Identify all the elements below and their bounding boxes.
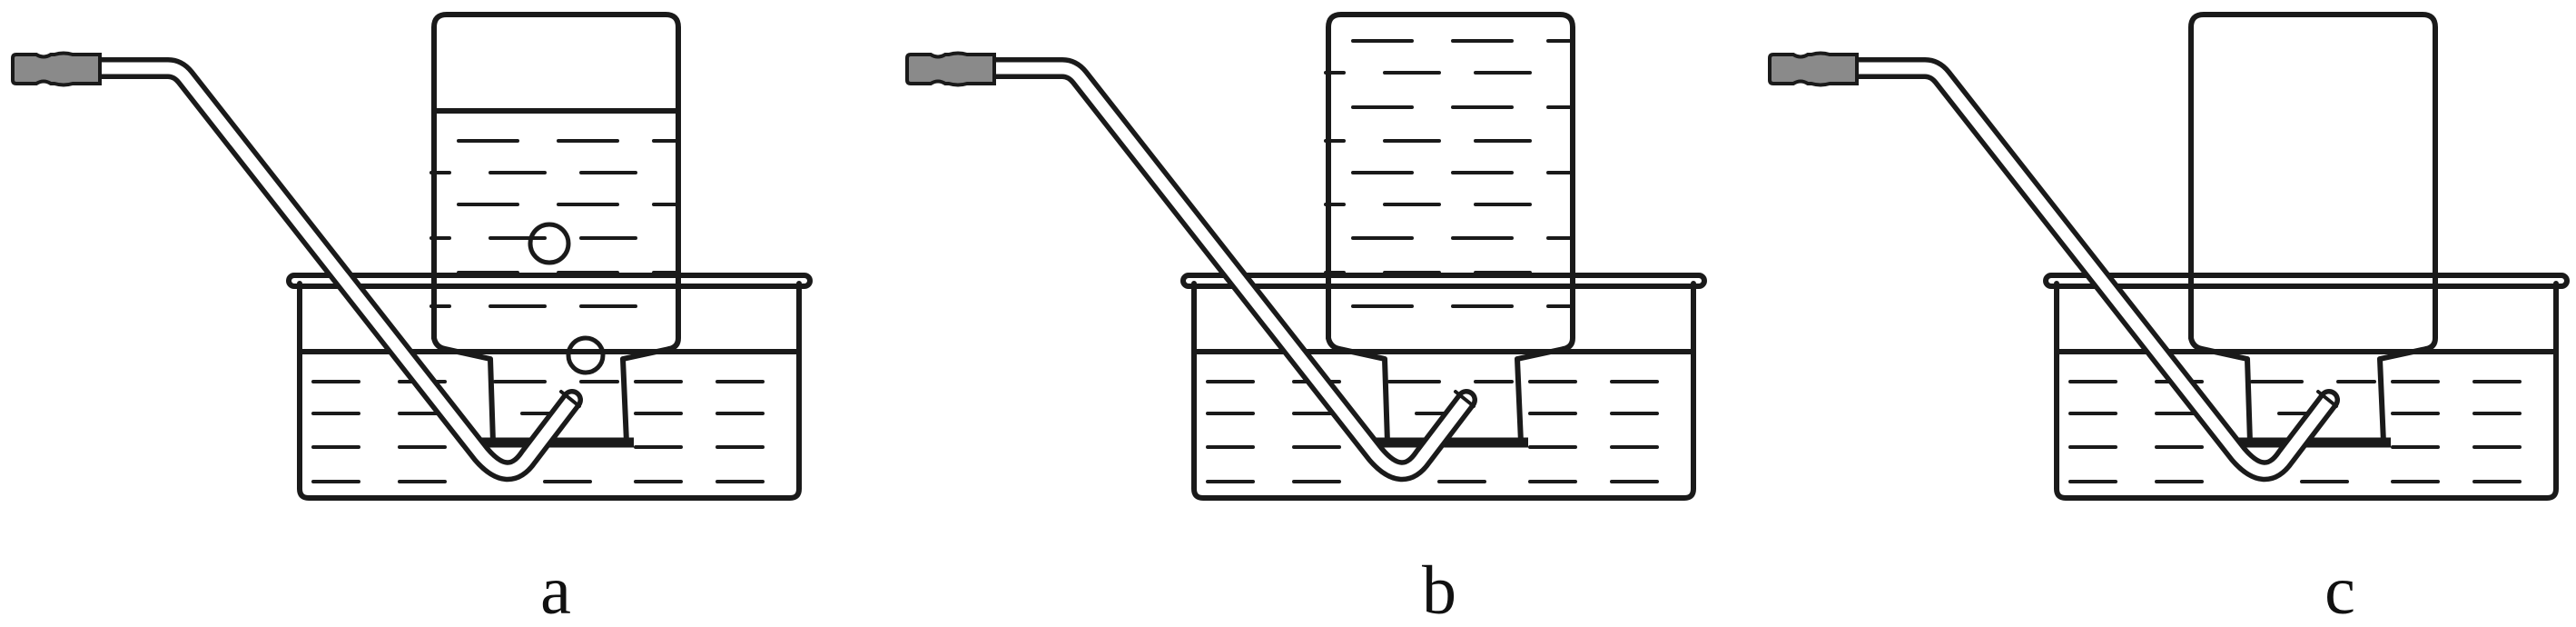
tube-outlet-tip [1454,390,1476,408]
trough [2054,281,2559,501]
gas-cylinder [431,12,681,352]
rubber-stopper [1768,51,1859,87]
trough-rim [1180,273,1707,289]
tube-outlet-tip [2316,390,2338,408]
gas-bubble [528,222,571,265]
trough-rim [286,273,813,289]
panel-label: a [540,552,571,627]
delivery-tube [84,57,583,483]
cylinder-mouth [431,335,672,445]
gas-cylinder [1326,12,1575,352]
trough-water [311,380,765,483]
panel-c: c [1768,12,2570,627]
delivery-tube [979,57,1477,483]
panel-b: b [905,12,1707,627]
panel-label: b [1422,552,1456,627]
gas-bubble [566,335,606,375]
trough [1191,281,1696,501]
delivery-tube [1841,57,2340,483]
tube-outlet-tip [559,390,581,408]
trough-water [2068,380,2522,483]
gas-cylinder [2188,12,2438,352]
cylinder-mouth [1326,335,1566,445]
panel-label: c [2324,552,2355,627]
cylinder-mouth [2188,335,2429,445]
panel-a: a [11,12,813,627]
trough [297,281,802,501]
rubber-stopper [11,51,102,87]
rubber-stopper [905,51,996,87]
trough-rim [2043,273,2570,289]
